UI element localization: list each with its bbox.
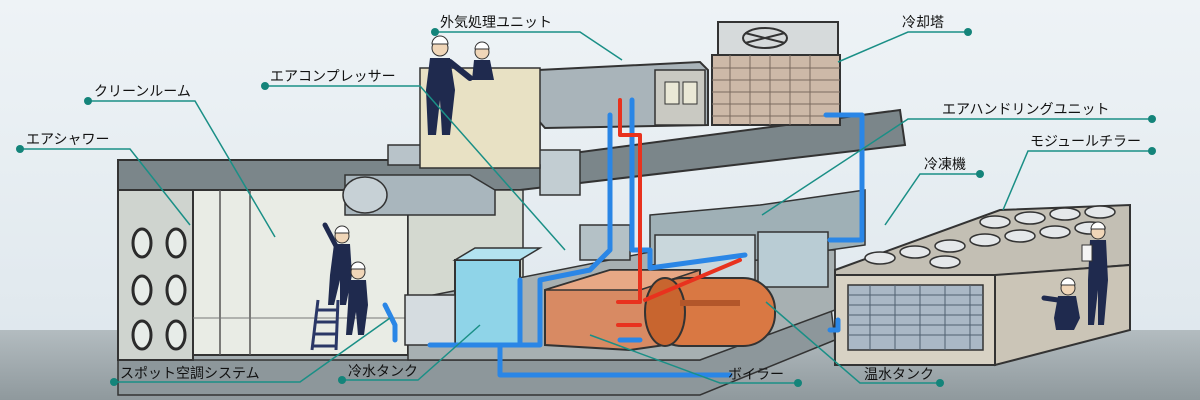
cold-water-pipes [382, 97, 865, 378]
label-refrigerator: 冷凍機 [924, 157, 966, 173]
worker-figures [310, 35, 1108, 351]
worker-rooftop-1 [426, 35, 473, 135]
worker-chiller-2 [1041, 277, 1080, 330]
label-clean-room: クリーンルーム [94, 84, 191, 100]
cold-water-tank [404, 247, 543, 346]
label-hot-water-tank: 温水タンク [864, 367, 934, 383]
label-module-chiller: モジュールチラー [1030, 134, 1142, 150]
boiler [644, 277, 776, 347]
label-outdoor-air-unit: 外気処理ユニット [440, 15, 552, 31]
leader-dots [16, 28, 1156, 387]
module-chiller [834, 203, 1131, 367]
outdoor-air-unit [537, 60, 709, 130]
worker-rooftop-2 [472, 41, 494, 80]
hot-water-pipes [616, 98, 742, 327]
leader-lines [20, 31, 1152, 384]
label-air-handling-unit: エアハンドリングユニット [942, 102, 1110, 118]
cooling-tower [711, 21, 841, 126]
worker-chiller-1 [1081, 221, 1108, 325]
worker-ground [346, 261, 368, 335]
label-cold-water-tank: 冷水タンク [348, 364, 418, 380]
label-air-shower: エアシャワー [26, 132, 110, 148]
label-spot-air-conditioning: スポット空調システム [120, 366, 260, 382]
label-boiler: ボイラー [728, 367, 784, 383]
clean-room-wall [192, 189, 409, 356]
air-shower-nozzles [131, 227, 187, 351]
label-air-compressor: エアコンプレッサー [270, 69, 396, 85]
worker-ladder [310, 222, 352, 351]
label-cooling-tower: 冷却塔 [902, 15, 944, 31]
